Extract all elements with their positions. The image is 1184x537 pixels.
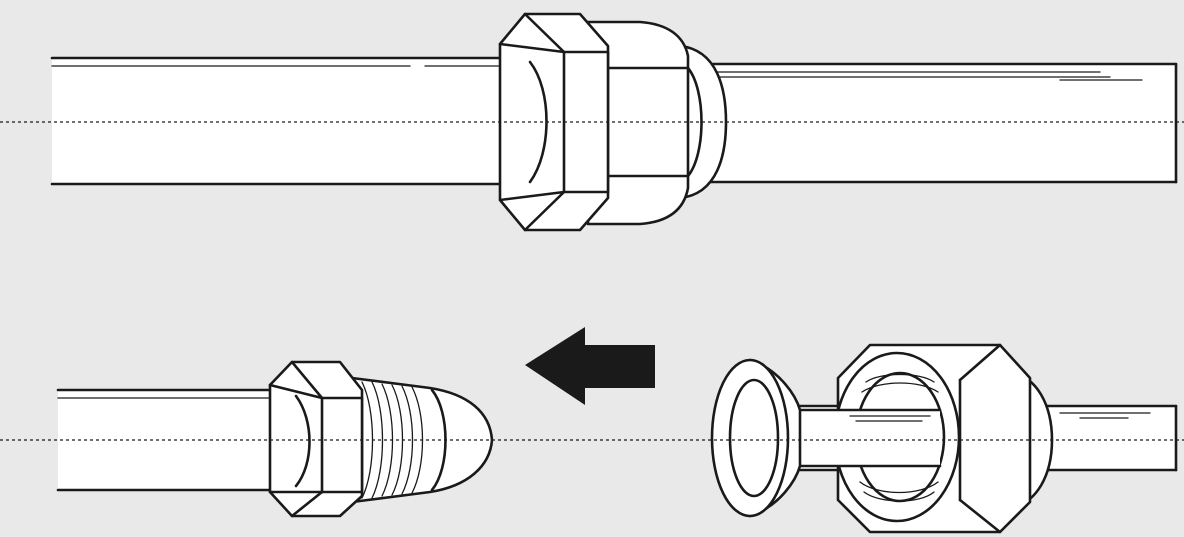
arrow-left-icon (525, 327, 655, 405)
disassembled-fitting (0, 343, 1184, 534)
left-tube (50, 56, 534, 186)
assembled-fitting (0, 12, 1184, 232)
right-tube (698, 62, 1178, 184)
female-flare-nut (798, 343, 1054, 534)
male-fitting-hex (268, 360, 364, 518)
flared-tube-end (710, 358, 802, 518)
